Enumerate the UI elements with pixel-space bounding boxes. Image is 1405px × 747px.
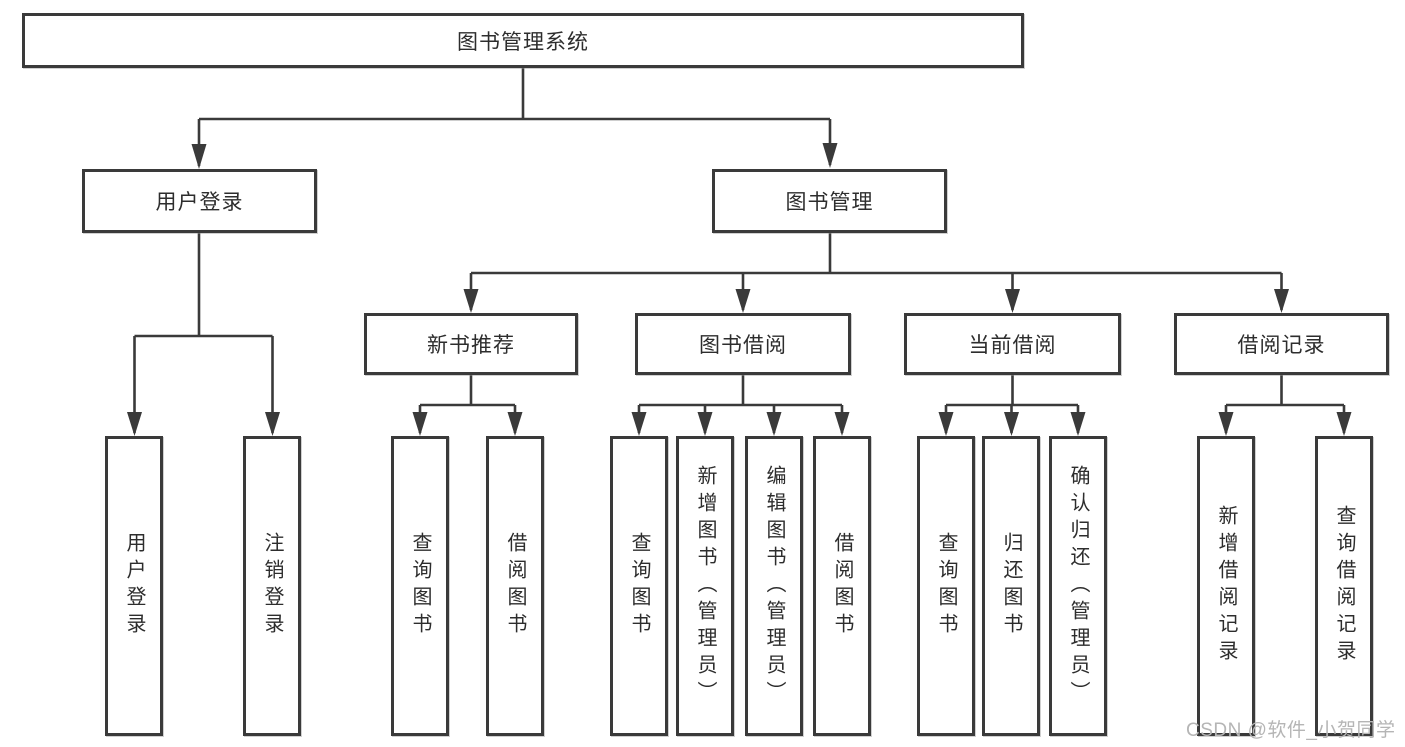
node-new-book-recommend: 新书推荐 (364, 313, 578, 375)
leaf-label: 注销登录 (261, 532, 283, 640)
node-book-management: 图书管理 (712, 169, 947, 233)
leaf-add-books-admin: 新增图书（管理员） (676, 436, 734, 736)
leaf-edit-books-admin: 编辑图书（管理员） (745, 436, 803, 736)
leaf-label: 新增图书（管理员） (694, 464, 716, 708)
leaf-borrow-books-1: 借阅图书 (486, 436, 544, 736)
node-user-login-label: 用户登录 (155, 191, 244, 214)
leaf-label: 新增借阅记录 (1215, 505, 1237, 667)
leaf-label: 借阅图书 (831, 532, 853, 640)
node-book-borrow-label: 图书借阅 (699, 334, 787, 357)
leaf-add-borrow-record: 新增借阅记录 (1197, 436, 1255, 736)
leaf-label: 确认归还（管理员） (1067, 464, 1089, 708)
leaf-label: 借阅图书 (504, 532, 526, 640)
connector-paths (133, 68, 1346, 433)
leaf-label: 查询图书 (628, 532, 650, 640)
leaf-label: 编辑图书（管理员） (763, 464, 785, 708)
node-user-login: 用户登录 (82, 169, 317, 233)
node-book-borrow: 图书借阅 (635, 313, 851, 375)
leaf-query-borrow-record: 查询借阅记录 (1315, 436, 1373, 736)
leaf-borrow-books-2: 借阅图书 (813, 436, 871, 736)
leaf-query-books-2: 查询图书 (610, 436, 668, 736)
leaf-user-login: 用户登录 (105, 436, 163, 736)
leaf-query-books-1: 查询图书 (391, 436, 449, 736)
node-root-library-system: 图书管理系统 (22, 13, 1024, 68)
node-borrow-record: 借阅记录 (1174, 313, 1389, 375)
csdn-watermark: CSDN @软件_小贺同学 (1186, 720, 1396, 741)
leaf-query-books-3: 查询图书 (917, 436, 975, 736)
leaf-label: 查询借阅记录 (1333, 505, 1355, 667)
leaf-label: 归还图书 (1000, 532, 1022, 640)
node-current-borrow-label: 当前借阅 (968, 334, 1057, 357)
node-root-label: 图书管理系统 (457, 30, 589, 54)
node-book-management-label: 图书管理 (785, 191, 874, 214)
node-new-book-recommend-label: 新书推荐 (427, 334, 515, 357)
leaf-logout: 注销登录 (243, 436, 301, 736)
leaf-return-books: 归还图书 (982, 436, 1040, 736)
leaf-label: 查询图书 (935, 532, 957, 640)
leaf-label: 用户登录 (123, 532, 145, 640)
arrowheads (127, 143, 1352, 436)
node-borrow-record-label: 借阅记录 (1237, 334, 1326, 357)
node-current-borrow: 当前借阅 (904, 313, 1121, 375)
leaf-confirm-return-admin: 确认归还（管理员） (1049, 436, 1107, 736)
leaf-label: 查询图书 (409, 532, 431, 640)
